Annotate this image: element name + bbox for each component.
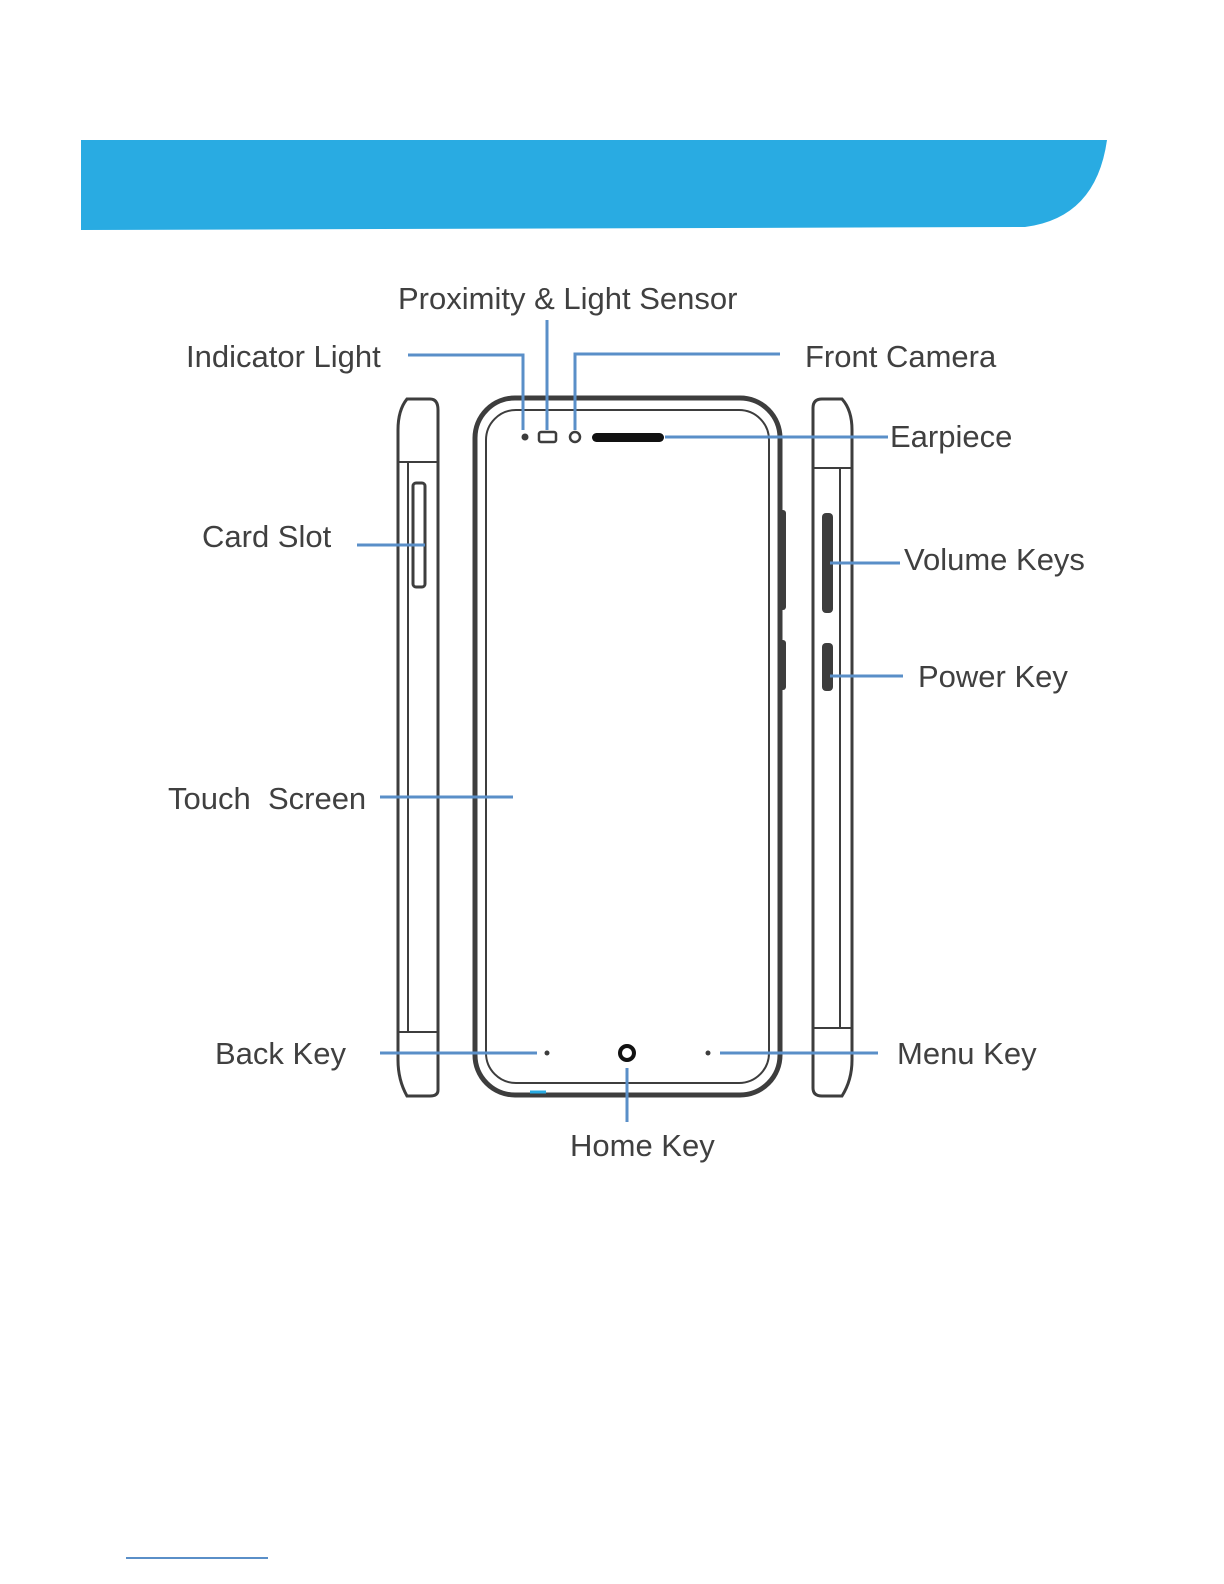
label-power-key: Power Key — [918, 661, 1068, 692]
label-menu-key: Menu Key — [897, 1038, 1037, 1069]
label-earpiece: Earpiece — [890, 421, 1012, 452]
phone-right-side-view — [813, 399, 852, 1096]
right-side-body — [813, 399, 852, 1096]
front-side-key-upper — [779, 510, 786, 610]
label-touch-screen: Touch Screen — [168, 783, 366, 814]
home-key-shape — [620, 1046, 634, 1060]
label-proximity-light-sensor: Proximity & Light Sensor — [398, 283, 737, 314]
phone-front-body — [475, 398, 780, 1095]
card-slot-shape — [413, 483, 425, 587]
callout-line-front-camera — [575, 354, 780, 430]
label-card-slot: Card Slot — [202, 521, 331, 552]
phone-front-view — [475, 398, 786, 1095]
menu-key-dot — [706, 1051, 711, 1056]
left-side-body — [398, 399, 438, 1096]
power-key-shape — [822, 643, 833, 691]
label-indicator-light: Indicator Light — [186, 341, 381, 372]
phone-left-side-view — [398, 399, 438, 1096]
earpiece-shape — [592, 433, 664, 442]
proximity-sensor-shape — [539, 432, 556, 442]
label-home-key: Home Key — [570, 1130, 715, 1161]
label-volume-keys: Volume Keys — [904, 544, 1085, 575]
callout-line-indicator — [408, 355, 523, 430]
indicator-light-dot — [522, 434, 529, 441]
label-back-key: Back Key — [215, 1038, 346, 1069]
front-side-key-lower — [779, 640, 786, 690]
label-front-camera: Front Camera — [805, 341, 996, 372]
footer-rule — [126, 1557, 268, 1559]
back-key-dot — [545, 1051, 550, 1056]
phone-front-inner-screen — [486, 410, 769, 1083]
front-camera-shape — [570, 432, 580, 442]
